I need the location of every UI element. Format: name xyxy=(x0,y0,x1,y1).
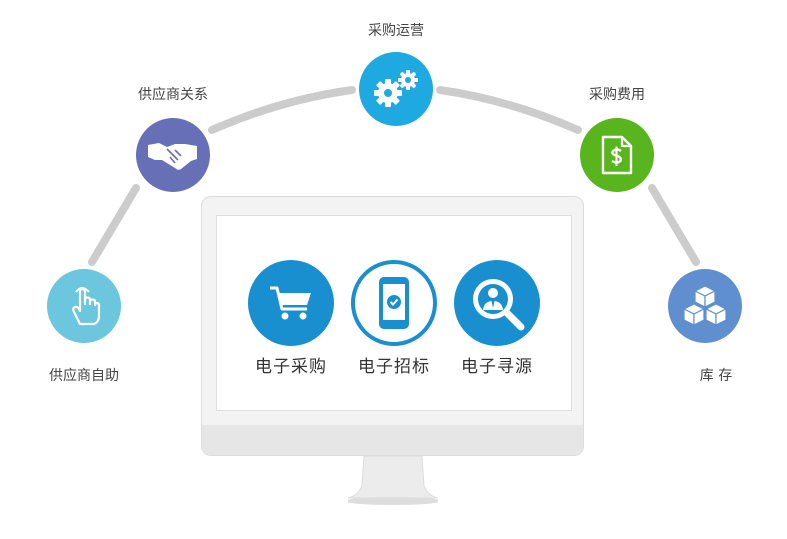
node-supplier-relation xyxy=(136,118,210,192)
gears-icon xyxy=(374,70,418,107)
feature-label: 电子招标 xyxy=(358,357,430,377)
phone-check-icon-circle xyxy=(351,260,437,346)
monitor-stand xyxy=(348,456,438,505)
feature-e-bidding: 电子招标 xyxy=(344,260,444,377)
feature-e-procurement: 电子采购 xyxy=(241,260,341,377)
node-label-inventory: 库 存 xyxy=(699,368,733,384)
shopping-cart-icon xyxy=(270,286,311,320)
feature-e-sourcing: 电子寻源 xyxy=(447,260,547,377)
node-label-self-service: 供应商自助 xyxy=(49,368,119,384)
feature-label: 电子寻源 xyxy=(461,357,533,377)
phone-check-icon xyxy=(379,277,409,329)
node-label-operations: 采购运营 xyxy=(368,23,424,39)
monitor: 电子采购 电子招标 xyxy=(201,196,584,456)
shopping-cart-icon-circle xyxy=(248,260,334,346)
node-operations xyxy=(359,52,433,126)
search-person-icon-circle xyxy=(454,260,540,346)
boxes-icon xyxy=(683,285,727,326)
arc-segment-2 xyxy=(208,86,356,134)
dollar-document-icon xyxy=(601,135,633,175)
handshake-icon xyxy=(148,143,197,170)
arc-segment-1 xyxy=(88,184,140,266)
arc-segment-3 xyxy=(436,86,582,134)
node-inventory xyxy=(668,269,742,343)
node-self-service xyxy=(47,269,121,343)
monitor-screen: 电子采购 电子招标 xyxy=(216,215,572,411)
node-label-expenses: 采购费用 xyxy=(589,87,645,103)
hand-pointer-icon xyxy=(72,287,101,326)
search-person-icon xyxy=(473,279,525,331)
node-expenses xyxy=(580,118,654,192)
feature-label: 电子采购 xyxy=(255,357,327,377)
node-label-supplier-relation: 供应商关系 xyxy=(138,87,208,103)
monitor-chin xyxy=(202,425,583,455)
arc-segment-4 xyxy=(648,184,700,266)
